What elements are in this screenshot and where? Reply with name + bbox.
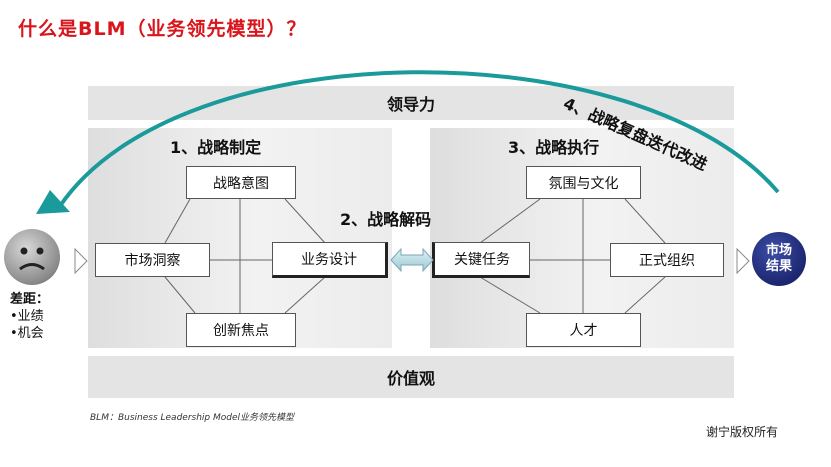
node-climate-culture: 氛围与文化 [526, 166, 641, 199]
values-label: 价值观 [386, 369, 435, 388]
node-talent: 人才 [526, 313, 641, 347]
leadership-label: 领导力 [386, 95, 435, 114]
footnote: BLM：Business Leadership Model业务领先模型 [90, 413, 295, 423]
market-result-line2: 结果 [765, 259, 792, 274]
node-formal-organization: 正式组织 [610, 243, 724, 277]
copyright: 谢宁版权所有 [706, 425, 779, 439]
node-market-insight: 市场洞察 [95, 243, 210, 277]
gap-item-opportunity: •机会 [10, 326, 44, 341]
node-business-design: 业务设计 [272, 242, 388, 278]
strategy-decoding-label: 2、战略解码 [340, 210, 432, 229]
strategy-formulation-label: 1、战略制定 [170, 138, 262, 157]
market-result-circle: 市场 结果 [752, 232, 806, 286]
strategy-execution-panel [430, 128, 734, 348]
page-title: 什么是BLM（业务领先模型）？ [18, 18, 307, 40]
strategy-execution-label: 3、战略执行 [508, 138, 600, 157]
values-band: 价值观 [88, 356, 734, 398]
right-chevron-icon [736, 248, 750, 274]
gap-label: 差距： [10, 292, 50, 307]
gap-item-performance: •业绩 [10, 309, 44, 324]
decoding-double-arrow [390, 247, 434, 273]
sad-face-icon [4, 229, 60, 285]
node-innovation-focus: 创新焦点 [186, 313, 296, 347]
market-result-line1: 市场 [765, 243, 792, 258]
left-chevron-icon [74, 248, 88, 274]
gap-block: 差距： •业绩 •机会 [10, 291, 49, 342]
node-strategic-intent: 战略意图 [186, 166, 296, 199]
